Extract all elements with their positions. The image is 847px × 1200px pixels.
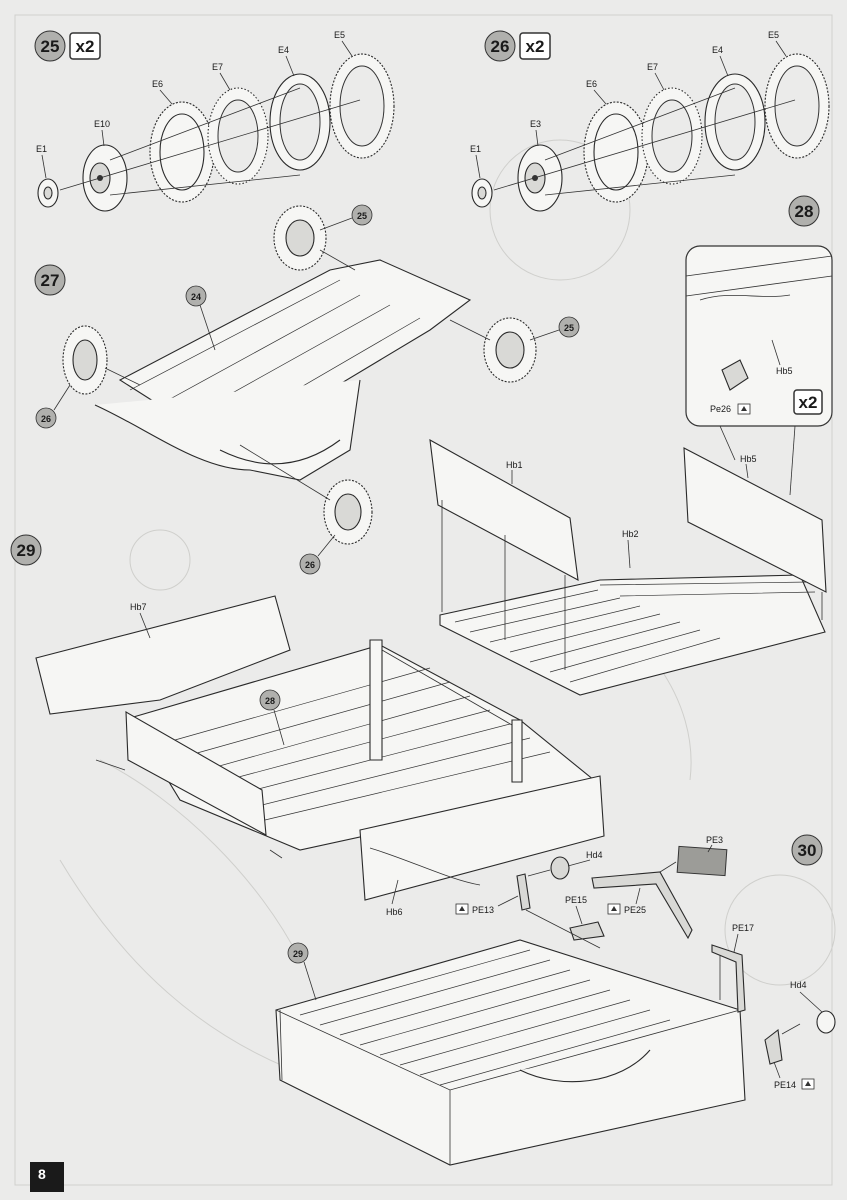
- svg-text:26: 26: [305, 560, 315, 570]
- svg-text:26: 26: [41, 414, 51, 424]
- multiplier-badge: [519, 32, 551, 60]
- svg-text:x2: x2: [76, 37, 95, 56]
- svg-text:PE25: PE25: [624, 905, 646, 915]
- svg-text:E5: E5: [334, 30, 345, 40]
- svg-text:29: 29: [17, 541, 36, 560]
- svg-text:28: 28: [265, 696, 275, 706]
- svg-text:25: 25: [357, 211, 367, 221]
- svg-text:PE17: PE17: [732, 923, 754, 933]
- svg-text:E7: E7: [212, 62, 223, 72]
- step-30: 30 Hd4 PE13 PE15 PE25 PE3 P: [275, 834, 836, 1166]
- svg-text:E6: E6: [152, 79, 163, 89]
- svg-text:E3: E3: [530, 119, 541, 129]
- svg-text:x2: x2: [526, 37, 545, 56]
- svg-text:Hb5: Hb5: [776, 366, 793, 376]
- svg-text:24: 24: [191, 292, 201, 302]
- svg-text:Hb2: Hb2: [622, 529, 639, 539]
- svg-text:E5: E5: [768, 30, 779, 40]
- step-number-badge: [791, 834, 823, 866]
- svg-text:E6: E6: [586, 79, 597, 89]
- page-number: 8: [30, 1162, 64, 1192]
- svg-text:E4: E4: [712, 45, 723, 55]
- svg-text:25: 25: [41, 37, 60, 56]
- svg-text:Hd4: Hd4: [790, 980, 807, 990]
- svg-text:Pe26: Pe26: [710, 404, 731, 414]
- svg-text:30: 30: [798, 841, 817, 860]
- step-number-badge: [10, 534, 42, 566]
- step-25: 25 x2 E1 E10 E6 E7 E4 E5: [34, 30, 395, 212]
- svg-text:E7: E7: [647, 62, 658, 72]
- svg-text:Hb5: Hb5: [740, 454, 757, 464]
- multiplier-badge: [69, 32, 101, 60]
- svg-text:Hb1: Hb1: [506, 460, 523, 470]
- step-number-badge: [484, 30, 516, 62]
- svg-text:27: 27: [41, 271, 60, 290]
- svg-text:x2: x2: [799, 393, 818, 412]
- svg-text:E1: E1: [470, 144, 481, 154]
- svg-text:E1: E1: [36, 144, 47, 154]
- multiplier-badge: [793, 389, 823, 415]
- svg-text:PE15: PE15: [565, 895, 587, 905]
- svg-text:E10: E10: [94, 119, 110, 129]
- svg-text:25: 25: [564, 323, 574, 333]
- svg-text:Hd4: Hd4: [586, 850, 603, 860]
- svg-text:Hb7: Hb7: [130, 602, 147, 612]
- step-29: 29 Hb7 28 Hb6: [10, 534, 605, 917]
- svg-text:28: 28: [795, 202, 814, 221]
- svg-text:PE14: PE14: [774, 1080, 796, 1090]
- svg-text:PE13: PE13: [472, 905, 494, 915]
- step-number-badge: [34, 30, 66, 62]
- svg-text:PE3: PE3: [706, 835, 723, 845]
- svg-text:Hb6: Hb6: [386, 907, 403, 917]
- svg-text:E4: E4: [278, 45, 289, 55]
- step-28: 28 Hb5 Pe26 x2 Hb1 Hb5 Hb2: [429, 195, 833, 696]
- step-26: 26 x2 E1 E3 E6 E7 E4 E5: [470, 30, 830, 212]
- svg-text:26: 26: [491, 37, 510, 56]
- step-number-badge: [34, 264, 66, 296]
- step-number-badge: [788, 195, 820, 227]
- svg-text:29: 29: [293, 949, 303, 959]
- step-27: 27 24 25 25 26 26: [34, 204, 580, 575]
